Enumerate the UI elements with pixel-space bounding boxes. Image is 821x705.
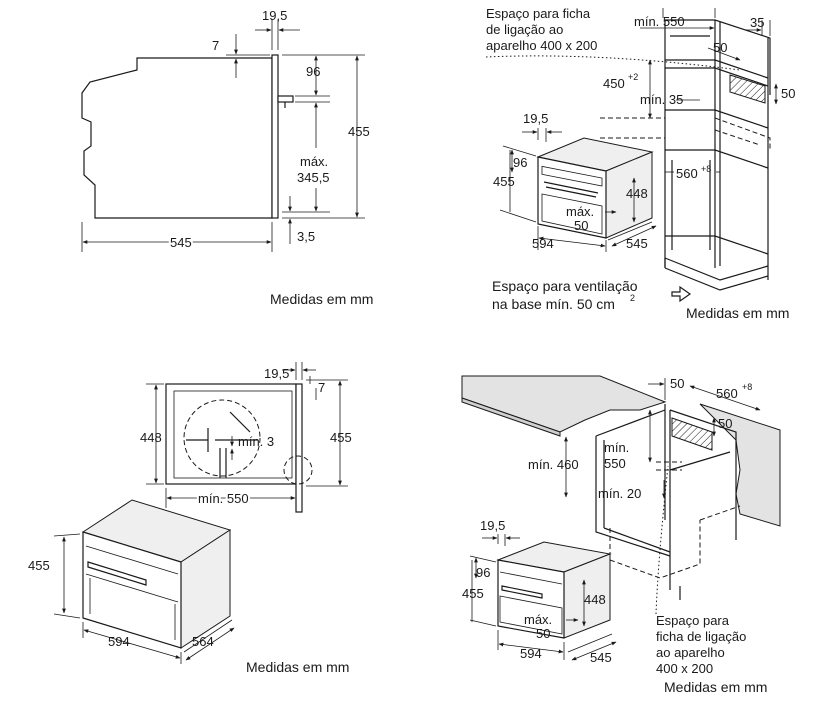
oven-isometric-p4: [496, 541, 612, 639]
p2-dim-450: 450: [603, 76, 625, 91]
p3-dim-455-left: 455: [28, 558, 50, 573]
p4-socket-line4: 400 x 200: [656, 661, 713, 676]
ventilation-arrow-icon: [671, 285, 692, 303]
p4-dim-448: 448: [584, 592, 606, 607]
p4-dim-max: máx.: [524, 612, 552, 627]
p1-dim-3-5: 3,5: [297, 229, 315, 244]
oven-front-panel: [271, 54, 279, 219]
oven-isometric-large: [81, 499, 232, 649]
p2-socket-line2: de ligação ao: [486, 22, 563, 37]
panel-under-counter: 50 560 +8 50 mín. 460 mín. 550 mín. 20 1…: [461, 375, 781, 695]
p2-dim-96: 96: [513, 155, 527, 170]
p2-vent-sup: 2: [630, 293, 635, 303]
p2-dim-50-a: 50: [713, 40, 727, 55]
p4-dim-min-550-line1: mín.: [604, 440, 629, 455]
detail-circle-left: [183, 399, 261, 477]
p2-socket-line3: aparelho 400 x 200: [486, 38, 597, 53]
p2-dim-max-50: 50: [574, 218, 588, 233]
p3-dim-19-5: 19,5: [264, 366, 289, 381]
worktop-right: [699, 403, 781, 527]
tall-cabinet: [600, 19, 771, 291]
p2-vent-line2: na base mín. 50 cm: [492, 296, 615, 312]
oven-isometric-small: [536, 137, 654, 239]
p4-dim-96: 96: [476, 565, 490, 580]
p2-caption: Medidas em mm: [686, 305, 789, 321]
p1-dim-96: 96: [306, 64, 320, 79]
base-cabinet: [595, 404, 741, 600]
p1-dim-max-line1: máx.: [300, 154, 328, 169]
socket-area-hatch: [729, 74, 766, 104]
p2-dim-50-b: 50: [781, 86, 795, 101]
p4-dim-min-550-line2: 550: [604, 456, 626, 471]
p1-dim-max-line2: 345,5: [297, 170, 330, 185]
p2-dim-35: 35: [750, 15, 764, 30]
panel-tall-cabinet: Espaço para ficha de ligação ao aparelho…: [485, 6, 795, 321]
p4-socket-hatch: [671, 417, 713, 451]
p4-dim-50-side: 50: [718, 416, 732, 431]
p4-dim-max-50: 50: [536, 626, 550, 641]
p4-dim-560: 560: [716, 386, 738, 401]
p2-dim-min-35: mín. 35: [640, 92, 683, 107]
worktop: [461, 375, 667, 433]
p4-socket-line1: Espaço para: [656, 613, 730, 628]
p2-dim-max: máx.: [566, 204, 594, 219]
p1-caption: Medidas em mm: [270, 291, 373, 307]
p3-dim-455-right: 455: [330, 430, 352, 445]
p2-dim-448: 448: [626, 186, 648, 201]
p1-dim-19-5: 19,5: [262, 8, 287, 23]
p3-dim-594: 594: [108, 634, 130, 649]
p2-dim-545: 545: [626, 236, 648, 251]
p4-dim-19-5: 19,5: [480, 518, 505, 533]
p3-caption: Medidas em mm: [246, 659, 349, 675]
p4-dim-594: 594: [520, 646, 542, 661]
p2-dim-450-sup: +2: [628, 72, 638, 82]
p4-dim-545: 545: [590, 650, 612, 665]
p4-dim-560-sup: +8: [742, 382, 752, 392]
p3-dim-min-3: mín. 3: [238, 434, 274, 449]
p3-dim-448: 448: [140, 430, 162, 445]
p4-dim-50-top: 50: [670, 376, 684, 391]
p1-dim-455: 455: [348, 124, 370, 139]
oven-handle: [277, 95, 294, 103]
p4-dim-455: 455: [462, 586, 484, 601]
p2-dim-455: 455: [493, 174, 515, 189]
p1-dim-7: 7: [212, 38, 219, 53]
detail-circle-right: [283, 455, 313, 485]
p2-dim-19-5: 19,5: [523, 111, 548, 126]
p3-dim-564: 564: [192, 634, 214, 649]
p3-dim-7: 7: [318, 380, 325, 395]
p4-dim-min-20: mín. 20: [598, 486, 641, 501]
p3-dim-min-550: mín. 550: [198, 491, 249, 506]
oven-side-silhouette: [81, 57, 273, 219]
p2-dim-min-550: mín. 550: [634, 14, 685, 29]
panel-side-view: 19,5 7 455 96 máx. 345,5 3,5 545 Medidas: [81, 8, 373, 307]
panel-niche-view: mín. 3 19,5 7 448 455 mín. 550: [28, 362, 352, 675]
p2-vent-line1: Espaço para ventilação: [492, 278, 638, 294]
p4-dim-min-460: mín. 460: [528, 457, 579, 472]
p2-dim-594: 594: [532, 236, 554, 251]
p2-dim-560: 560: [676, 166, 698, 181]
p1-dim-545: 545: [170, 235, 192, 250]
p4-caption: Medidas em mm: [664, 679, 767, 695]
p4-socket-line3: ao aparelho: [656, 645, 725, 660]
p2-dim-560-sup: +8: [701, 164, 711, 174]
p2-socket-line1: Espaço para ficha: [486, 6, 591, 21]
p4-socket-line2: ficha de ligação: [656, 629, 746, 644]
